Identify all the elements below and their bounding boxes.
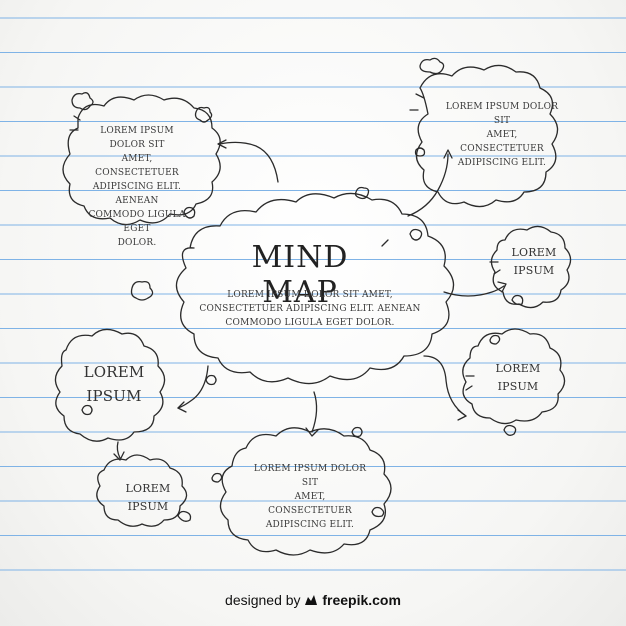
cloud-central — [175, 192, 455, 385]
arrow-to-bottom-left — [116, 441, 121, 459]
ruled-lines — [0, 17, 626, 571]
central-line: COMMODO LIGULA EGET DOLOR. — [225, 318, 395, 328]
arrow-to-left-mid — [177, 365, 209, 409]
arrow-to-right-mid — [423, 355, 467, 417]
cloud-top-left — [62, 94, 221, 226]
left-mid-text: LOREM IPSUM — [74, 360, 154, 408]
mind-map-title: MIND MAP — [251, 240, 349, 310]
top-left-line: AMET, CONSECTETUER — [95, 154, 179, 178]
arrow-to-top-right — [407, 153, 449, 217]
top-right-line: ADIPISCING ELIT. — [457, 158, 547, 168]
top-right-line: LOREM IPSUM DOLOR SIT — [445, 102, 559, 126]
arrow-to-top-left — [219, 141, 279, 183]
left-mid-line: IPSUM — [86, 387, 142, 405]
right-small-line: LOREM — [511, 246, 557, 259]
right-small-line: IPSUM — [513, 264, 555, 277]
right-mid-line: LOREM — [495, 362, 541, 375]
central-line: CONSECTETUER ADIPISCING ELIT. AENEAN — [199, 304, 421, 314]
top-left-line: LOREM IPSUM DOLOR SIT — [100, 126, 174, 150]
credit-brand[interactable]: freepik.com — [322, 592, 401, 608]
top-left-text: LOREM IPSUM DOLOR SIT AMET, CONSECTETUER… — [82, 124, 192, 250]
cloud-top-right — [415, 64, 559, 208]
left-mid-line: LOREM — [83, 363, 145, 381]
bottom-center-text: LOREM IPSUM DOLOR SIT AMET, CONSECTETUER… — [252, 462, 368, 532]
right-small-text: LOREM IPSUM — [508, 244, 560, 280]
bottom-center-line: ADIPISCING ELIT. — [265, 520, 355, 530]
cloud-bottom-left — [96, 454, 188, 527]
cloud-bottom-center — [219, 427, 392, 556]
bottom-left-line: LOREM IPSUM — [125, 482, 171, 513]
cloud-right-mid — [462, 328, 566, 425]
arrow-to-bottom-center — [311, 391, 318, 433]
bottom-center-line: LOREM IPSUM DOLOR SIT — [253, 464, 367, 488]
top-right-text: LOREM IPSUM DOLOR SIT AMET, CONSECTETUER… — [444, 100, 560, 170]
bottom-left-text: LOREM IPSUM — [108, 480, 188, 516]
credit-footer: designed by freepik.com — [0, 592, 626, 608]
top-left-line: DOLOR. — [117, 238, 157, 248]
top-left-line: ADIPISCING ELIT. AENEAN — [92, 182, 182, 206]
right-mid-line: IPSUM — [497, 380, 539, 393]
bottom-center-line: AMET, CONSECTETUER — [268, 492, 352, 516]
central-text: LOREM IPSUM DOLOR SIT AMET, CONSECTETUER… — [190, 288, 430, 330]
central-line: LOREM IPSUM DOLOR SIT AMET, — [227, 290, 393, 300]
freepik-logo-icon — [304, 593, 318, 605]
top-right-line: AMET, CONSECTETUER — [460, 130, 544, 154]
cloud-left-mid — [54, 328, 166, 442]
cloud-right-small — [490, 225, 572, 309]
credit-prefix: designed by — [225, 592, 301, 608]
right-mid-text: LOREM IPSUM — [492, 360, 544, 396]
arrow-to-right-small — [443, 285, 505, 297]
top-left-line: COMMODO LIGULA EGET — [88, 210, 186, 234]
